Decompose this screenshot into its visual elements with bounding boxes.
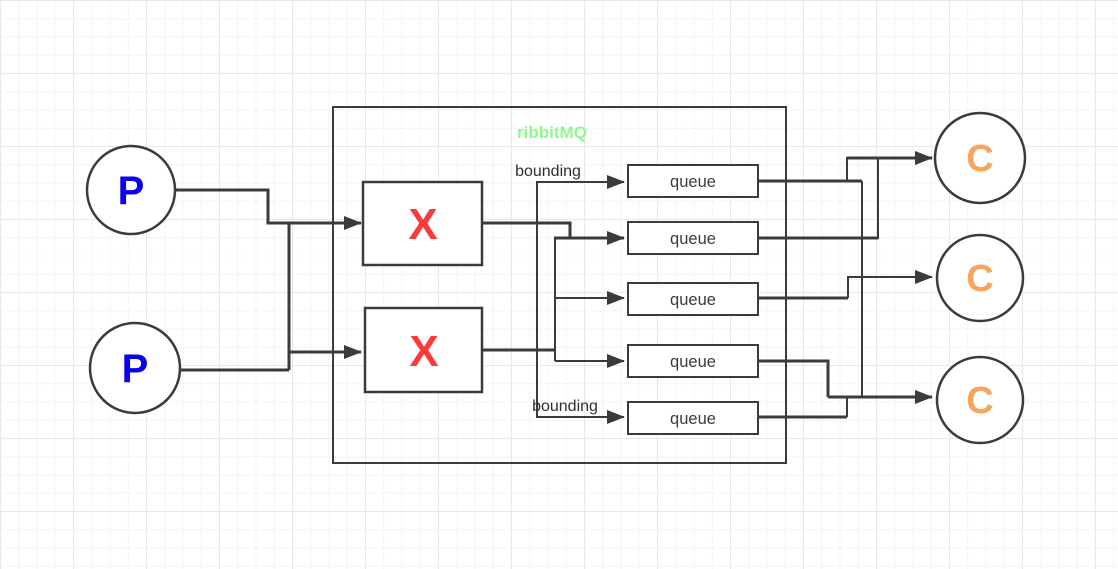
producer-node-1[interactable]: P — [85, 144, 177, 236]
queue-label: queue — [670, 410, 716, 428]
consumer-circle[interactable] — [933, 111, 1027, 205]
queue-rect[interactable] — [627, 401, 759, 435]
edge-to-consumer2[interactable] — [847, 270, 933, 298]
queue-rect[interactable] — [627, 164, 759, 198]
queue-rect[interactable] — [627, 282, 759, 316]
edges-layer — [175, 151, 933, 424]
exchange-label: X — [408, 200, 437, 249]
producer-node-2[interactable]: P — [88, 321, 182, 415]
edge-queue4-out[interactable] — [758, 359, 830, 397]
consumer-node-2[interactable]: C — [935, 233, 1025, 323]
queue-node-5[interactable]: queue — [627, 401, 759, 435]
queue-rect[interactable] — [627, 221, 759, 255]
consumer-node-1[interactable]: C — [933, 111, 1027, 205]
queue-label: queue — [670, 230, 716, 248]
edge-producer1-to-exchange1[interactable] — [175, 188, 362, 230]
producer-circle[interactable] — [88, 321, 182, 415]
consumer-label: C — [966, 138, 993, 180]
consumer-circle[interactable] — [935, 355, 1025, 445]
exchange-node-2[interactable]: X — [363, 306, 484, 394]
consumer-node-3[interactable]: C — [935, 355, 1025, 445]
consumer-label: C — [966, 380, 993, 422]
binding-label-bottom: bounding — [532, 398, 598, 415]
edge-bounding-to-queue1[interactable] — [536, 175, 625, 223]
broker-title-label: ribbitMQ — [517, 123, 587, 142]
queue-label: queue — [670, 291, 716, 309]
exchange-node-1[interactable]: X — [361, 180, 484, 267]
queue-node-3[interactable]: queue — [627, 282, 759, 316]
edge-exchange1-out[interactable] — [482, 221, 572, 238]
queue-label: queue — [670, 173, 716, 191]
binding-label-top: bounding — [515, 163, 581, 180]
edge-bounding-to-queue5[interactable] — [536, 223, 625, 424]
queue-node-4[interactable]: queue — [627, 344, 759, 378]
producer-circle[interactable] — [85, 144, 177, 236]
exchange-rect[interactable] — [361, 180, 484, 267]
broker-box[interactable]: ribbitMQ — [332, 106, 787, 464]
queue-node-2[interactable]: queue — [627, 221, 759, 255]
exchange-rect[interactable] — [363, 306, 484, 394]
consumer-label: C — [966, 258, 993, 300]
broker-box-outline[interactable] — [332, 106, 787, 464]
consumer-circle[interactable] — [935, 233, 1025, 323]
queue-node-1[interactable]: queue — [627, 164, 759, 198]
queue-label: queue — [670, 353, 716, 371]
queue-rect[interactable] — [627, 344, 759, 378]
producer-label: P — [122, 347, 149, 391]
exchange-label: X — [409, 327, 438, 376]
producer-label: P — [118, 169, 145, 213]
